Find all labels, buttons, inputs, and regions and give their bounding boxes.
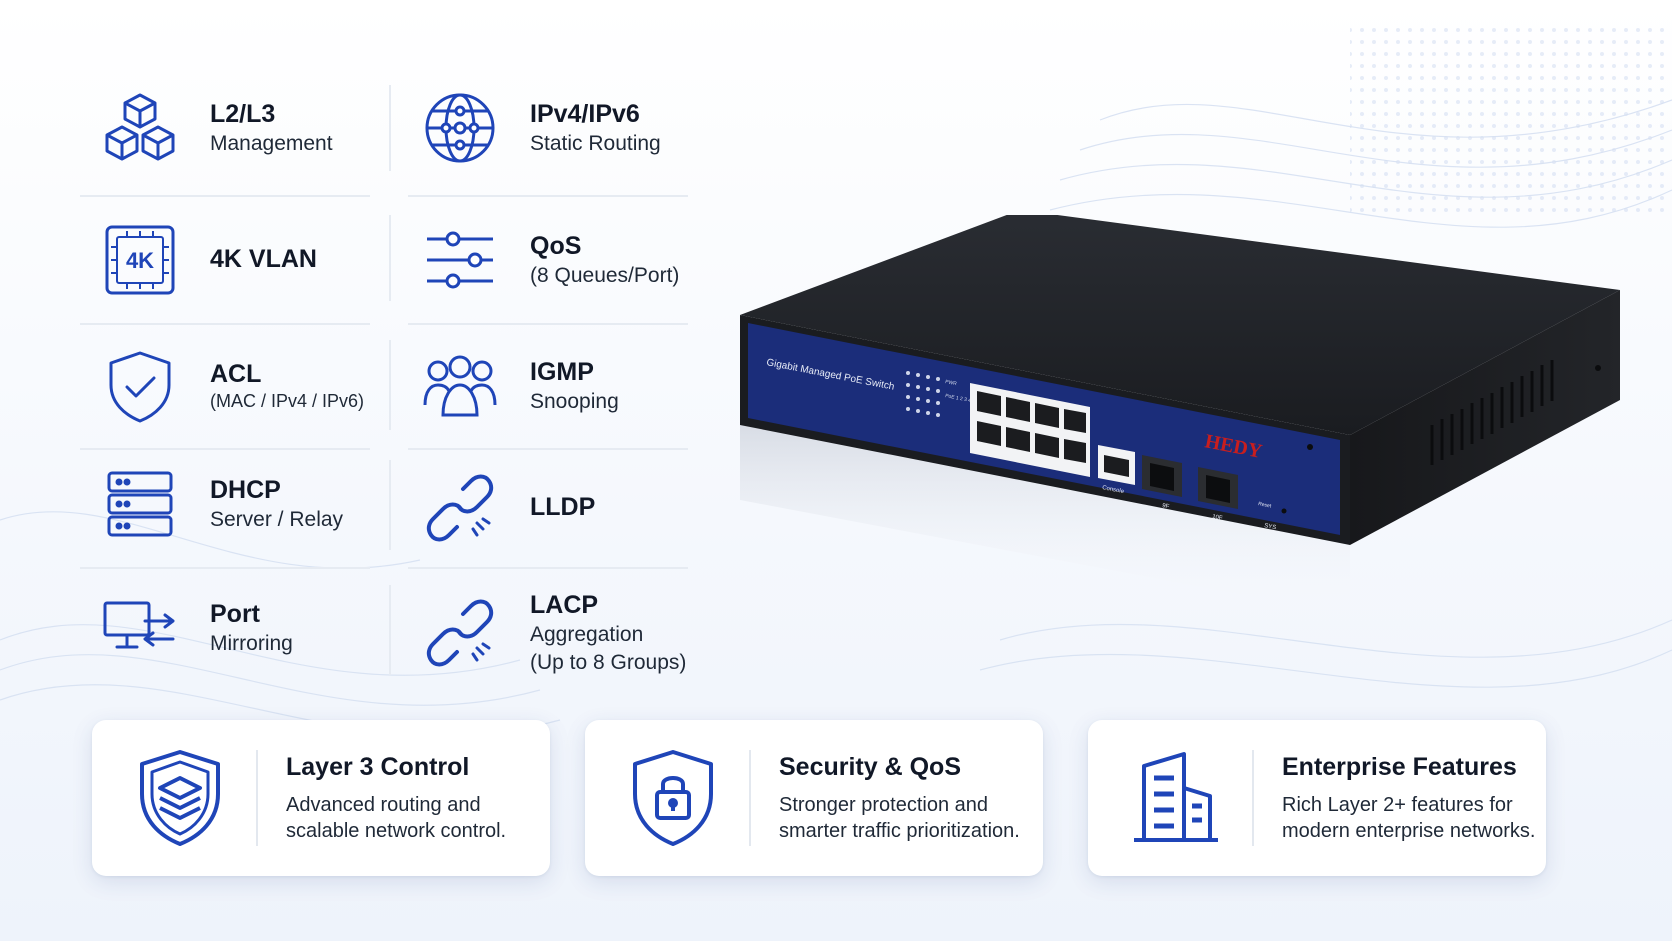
feature-acl: ACL (MAC / IPv4 / IPv6) [102,348,364,424]
chip-4k-icon: 4K [102,222,178,298]
feature-title: LACP [530,591,599,619]
row-divider [408,448,688,450]
card-description: Stronger protection and [779,793,989,816]
feature-l2l3: L2/L3 Management [102,90,333,166]
shield-layers-icon [132,746,228,850]
link-icon [422,470,498,546]
svg-text:PoE 1 2 3 4: PoE 1 2 3 4 [945,393,972,404]
feature-dhcp: DHCP Server / Relay [102,466,343,542]
server-stack-icon [102,466,178,542]
feature-subtitle: (Up to 8 Groups) [530,650,687,674]
globe-network-icon [422,90,498,166]
feature-title: Port [210,599,260,628]
row-divider [80,567,370,569]
card-description: modern enterprise networks. [1282,819,1536,842]
link-icon [422,595,498,671]
feature-port-mirroring: Port Mirroring [102,590,293,666]
svg-text:Reset: Reset [1258,501,1273,509]
shield-check-icon [102,348,178,424]
feature-subtitle: (8 Queues/Port) [530,263,680,287]
card-title: Security & QoS [779,752,961,781]
row-divider [408,195,688,197]
feature-subtitle: (MAC / IPv4 / IPv6) [210,390,365,411]
feature-4k-vlan: 4K 4K VLAN [102,222,317,298]
card-security-qos: Security & QoS Stronger protection and s… [585,720,1043,876]
svg-text:10F: 10F [1212,514,1224,522]
feature-lldp: LLDP [422,470,595,546]
buildings-icon [1128,746,1224,850]
sliders-icon [422,222,498,298]
feature-subtitle: Mirroring [210,631,293,655]
svg-text:PWR: PWR [945,379,958,387]
feature-title: IGMP [530,357,594,386]
cubes-icon [102,90,178,166]
svg-text:SYS: SYS [1264,523,1277,531]
row-divider [408,567,688,569]
card-layer3-control: Layer 3 Control Advanced routing and sca… [92,720,550,876]
feature-ipv4-ipv6: IPv4/IPv6 Static Routing [422,90,661,166]
row-divider [80,323,370,325]
column-divider [389,340,391,430]
svg-text:9F: 9F [1162,503,1170,510]
feature-title: 4K VLAN [210,245,317,274]
feature-title: L2/L3 [210,99,276,128]
card-description: Advanced routing and [286,793,481,816]
column-divider [389,215,391,301]
row-divider [408,323,688,325]
feature-subtitle: Aggregation [530,623,644,647]
users-group-icon [422,348,498,424]
feature-subtitle: Snooping [530,389,619,413]
feature-title: QoS [530,231,582,260]
card-title: Layer 3 Control [286,752,470,781]
svg-text:Console: Console [1102,485,1125,495]
column-divider [389,585,391,675]
card-enterprise-features: Enterprise Features Rich Layer 2+ featur… [1088,720,1546,876]
feature-title: DHCP [210,475,281,504]
card-description: scalable network control. [286,819,507,842]
feature-lacp: LACP Aggregation (Up to 8 Groups) [422,590,686,676]
feature-subtitle: Server / Relay [210,507,344,531]
feature-qos: QoS (8 Queues/Port) [422,222,679,298]
card-description: Rich Layer 2+ features for [1282,793,1513,816]
card-divider [749,750,751,846]
card-divider [1252,750,1254,846]
card-divider [256,750,258,846]
row-divider [80,195,370,197]
column-divider [389,85,391,171]
feature-subtitle: Static Routing [530,131,661,155]
column-divider [389,460,391,550]
row-divider [80,448,370,450]
card-title: Enterprise Features [1282,752,1517,781]
shield-lock-icon [625,746,721,850]
card-description: smarter traffic prioritization. [779,819,1020,842]
network-switch-device: Gigabit Managed PoE Switch PWR PoE 1 2 3… [730,210,1630,645]
feature-title: IPv4/IPv6 [530,99,640,128]
feature-title: ACL [210,359,262,388]
feature-igmp: IGMP Snooping [422,348,619,424]
svg-text:4K: 4K [126,248,154,273]
feature-subtitle: Management [210,131,333,155]
feature-title: LLDP [530,493,596,522]
monitor-arrows-icon [102,590,178,666]
